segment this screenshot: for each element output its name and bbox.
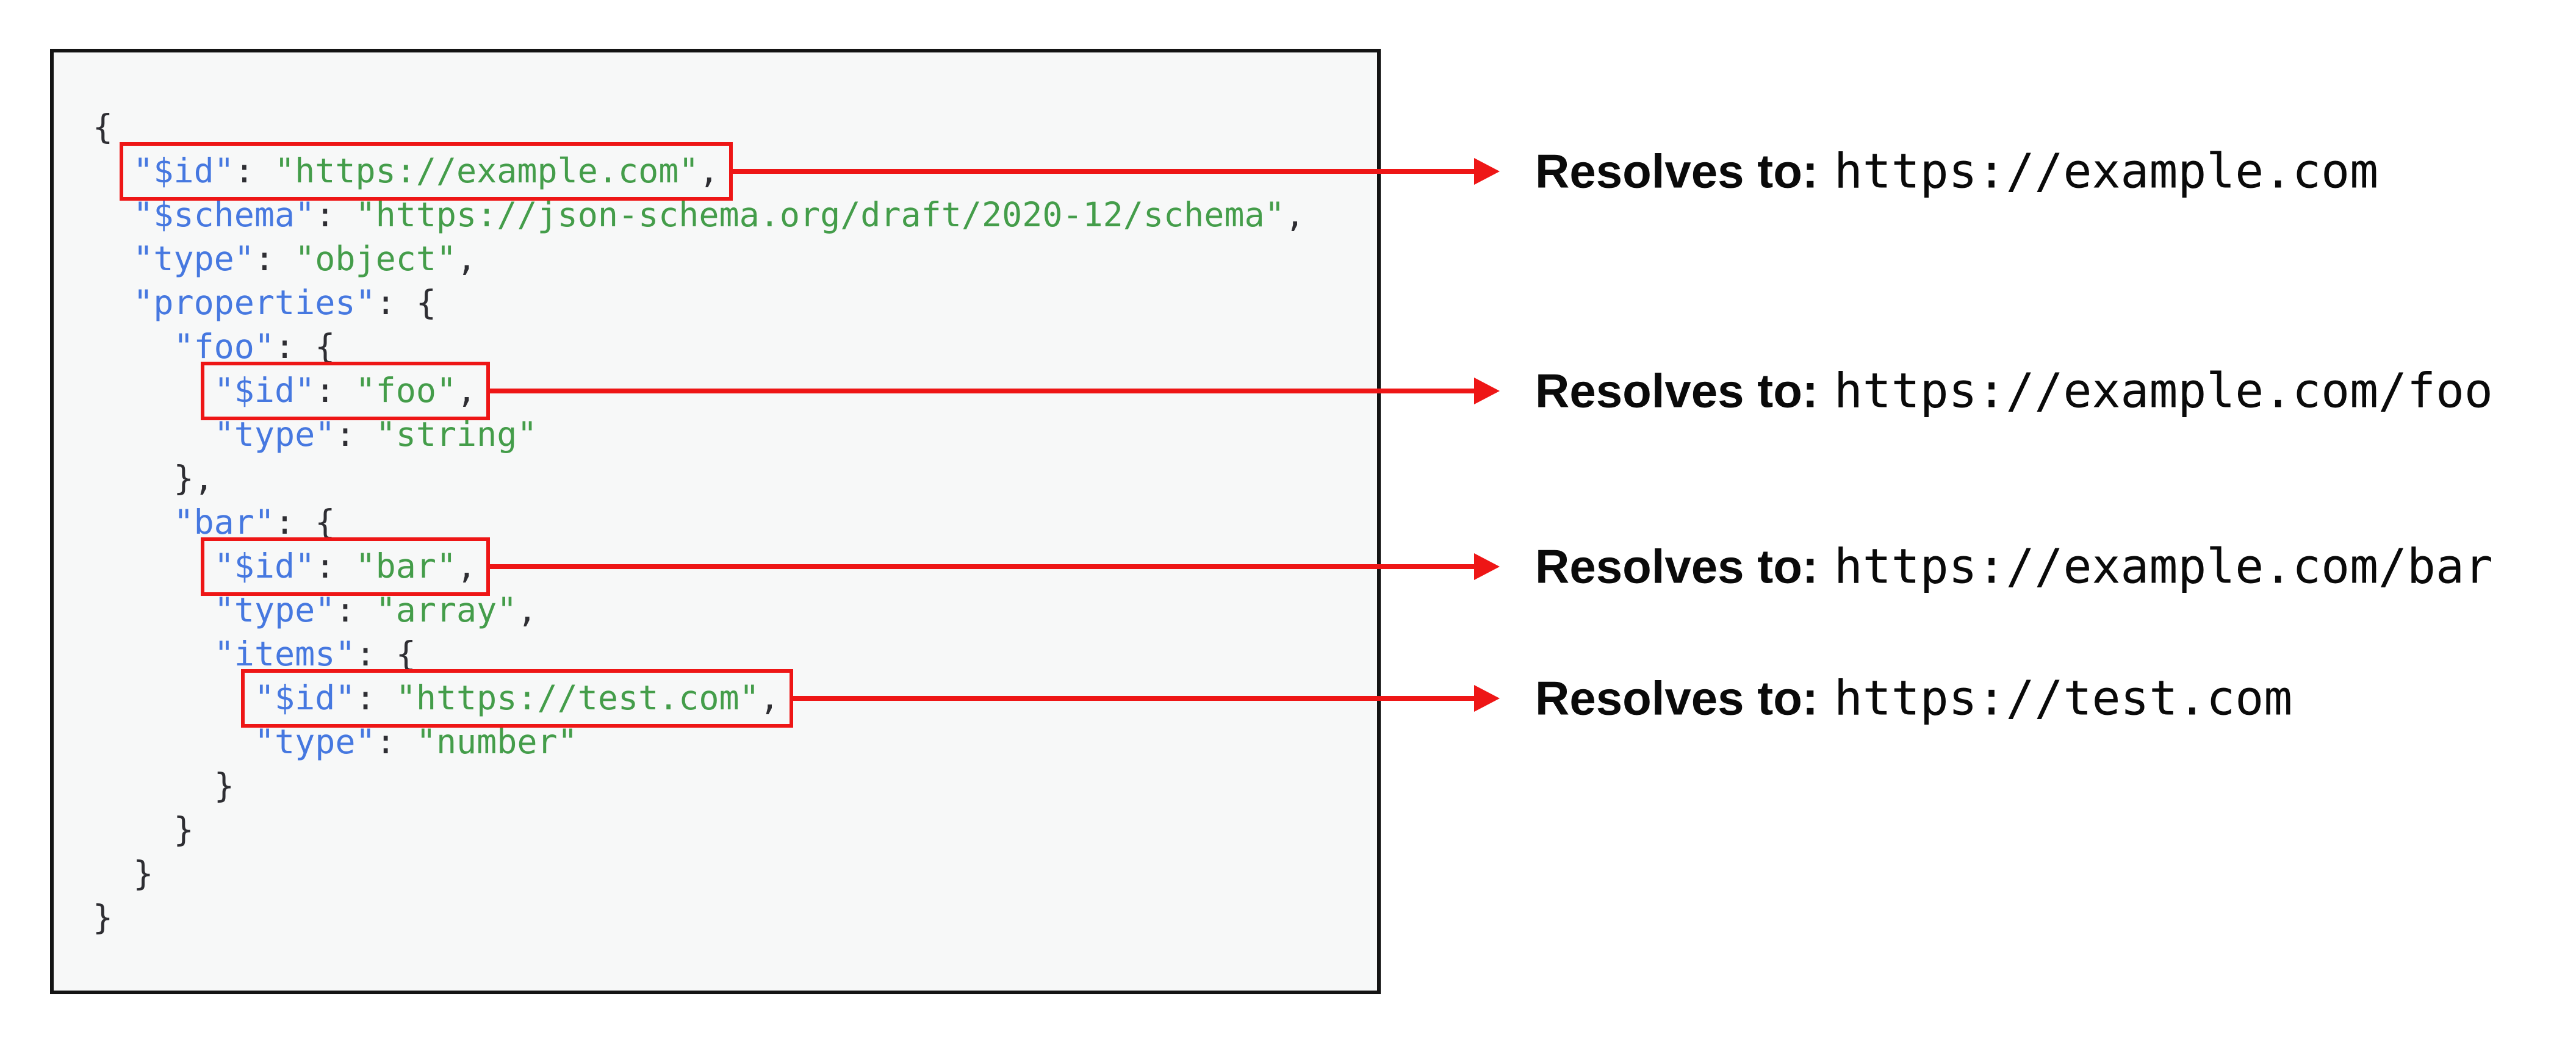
code-line: "properties": { — [93, 281, 1377, 324]
code-punctuation: : — [234, 151, 275, 190]
code-key: "$schema" — [133, 195, 315, 234]
code-punctuation: , — [517, 590, 538, 629]
arrow-head-icon — [1474, 158, 1500, 185]
code-punctuation: : — [335, 590, 376, 629]
code-punctuation: : — [335, 415, 376, 454]
code-string: "array" — [375, 590, 517, 629]
resolved-url: https://example.com/bar — [1833, 539, 2493, 595]
code-line: "type": "object", — [93, 237, 1377, 281]
code-line: "bar": { — [93, 500, 1377, 544]
code-punctuation: } — [93, 898, 113, 937]
code-punctuation: : — [375, 722, 416, 761]
arrow-head-icon — [1474, 685, 1500, 712]
code-punctuation: } — [133, 854, 154, 893]
code-punctuation: : { — [275, 503, 336, 542]
arrow-line — [490, 564, 1474, 569]
code-line: } — [93, 851, 1377, 895]
code-line: "$id": "https://example.com", — [93, 142, 1377, 201]
annotation-row: Resolves to: https://example.com/foo — [1535, 364, 2493, 419]
code-line: "$id": "bar", — [93, 537, 1377, 596]
code-key: "bar" — [173, 503, 275, 542]
annotation-row: Resolves to: https://example.com — [1535, 144, 2378, 199]
highlight-box: "$id": "https://example.com", — [120, 142, 733, 201]
resolves-to-label: Resolves to: — [1535, 144, 1818, 198]
code-line: "$id": "foo", — [93, 362, 1377, 420]
code-line: } — [93, 895, 1377, 939]
highlight-box: "$id": "bar", — [200, 537, 491, 596]
code-punctuation: : — [355, 678, 396, 717]
arrow-head-icon — [1474, 553, 1500, 580]
resolves-to-label: Resolves to: — [1535, 364, 1818, 418]
code-line: } — [93, 808, 1377, 851]
code-line: "type": "number" — [93, 720, 1377, 764]
code-key: "type" — [214, 590, 336, 629]
code-line: "items": { — [93, 632, 1377, 676]
code-punctuation: , — [759, 678, 780, 717]
code-key: "properties" — [133, 283, 376, 322]
code-punctuation: : { — [355, 634, 416, 673]
code-key: "$id" — [214, 547, 315, 586]
code-punctuation: }, — [173, 459, 214, 498]
code-key: "items" — [214, 634, 356, 673]
code-key: "foo" — [173, 327, 275, 366]
code-punctuation: : { — [275, 327, 336, 366]
code-punctuation: , — [456, 239, 477, 278]
code-line: } — [93, 764, 1377, 808]
code-string: "https://example.com" — [275, 151, 699, 190]
code-key: "$id" — [254, 678, 356, 717]
code-line: "foo": { — [93, 324, 1377, 368]
code-string: "https://json-schema.org/draft/2020-12/s… — [355, 195, 1285, 234]
code-punctuation: , — [456, 371, 477, 410]
code-panel: { "$id": "https://example.com", "$schema… — [50, 49, 1381, 994]
resolves-to-label: Resolves to: — [1535, 671, 1818, 725]
code-punctuation: } — [173, 810, 194, 849]
code-punctuation: : { — [375, 283, 436, 322]
arrow-line — [793, 696, 1474, 701]
arrow-line — [490, 389, 1474, 393]
highlight-box: "$id": "foo", — [200, 362, 491, 420]
code-key: "type" — [254, 722, 376, 761]
code-punctuation: : — [315, 195, 356, 234]
code-key: "$id" — [133, 151, 234, 190]
code-string: "string" — [375, 415, 538, 454]
resolves-to-label: Resolves to: — [1535, 539, 1818, 593]
code-punctuation: : — [315, 371, 356, 410]
code-punctuation: { — [93, 107, 113, 146]
annotation-row: Resolves to: https://example.com/bar — [1535, 539, 2493, 595]
code-punctuation: : — [315, 547, 356, 586]
code-key: "type" — [214, 415, 336, 454]
code-punctuation: } — [214, 766, 234, 805]
code-string: "foo" — [355, 371, 457, 410]
code-line: "type": "array", — [93, 588, 1377, 632]
code-line: }, — [93, 456, 1377, 500]
code-key: "type" — [133, 239, 254, 278]
code-punctuation: : — [254, 239, 295, 278]
code-string: "bar" — [355, 547, 457, 586]
code-string: "number" — [416, 722, 578, 761]
code-line: "$id": "https://test.com", — [93, 669, 1377, 728]
code-string: "object" — [295, 239, 457, 278]
code-line: "$schema": "https://json-schema.org/draf… — [93, 193, 1377, 237]
resolved-url: https://example.com — [1833, 144, 2379, 199]
resolved-url: https://example.com/foo — [1833, 364, 2493, 419]
code-block: { "$id": "https://example.com", "$schema… — [93, 105, 1377, 939]
code-string: "https://test.com" — [395, 678, 760, 717]
code-punctuation: , — [1284, 195, 1305, 234]
arrow-line — [732, 169, 1474, 174]
arrow-head-icon — [1474, 378, 1500, 404]
code-punctuation: , — [456, 547, 477, 586]
code-punctuation: , — [699, 151, 719, 190]
resolved-url: https://test.com — [1833, 671, 2293, 726]
highlight-box: "$id": "https://test.com", — [240, 669, 793, 728]
code-line: { — [93, 105, 1377, 149]
code-line: "type": "string" — [93, 412, 1377, 456]
annotation-row: Resolves to: https://test.com — [1535, 671, 2292, 726]
code-key: "$id" — [214, 371, 315, 410]
